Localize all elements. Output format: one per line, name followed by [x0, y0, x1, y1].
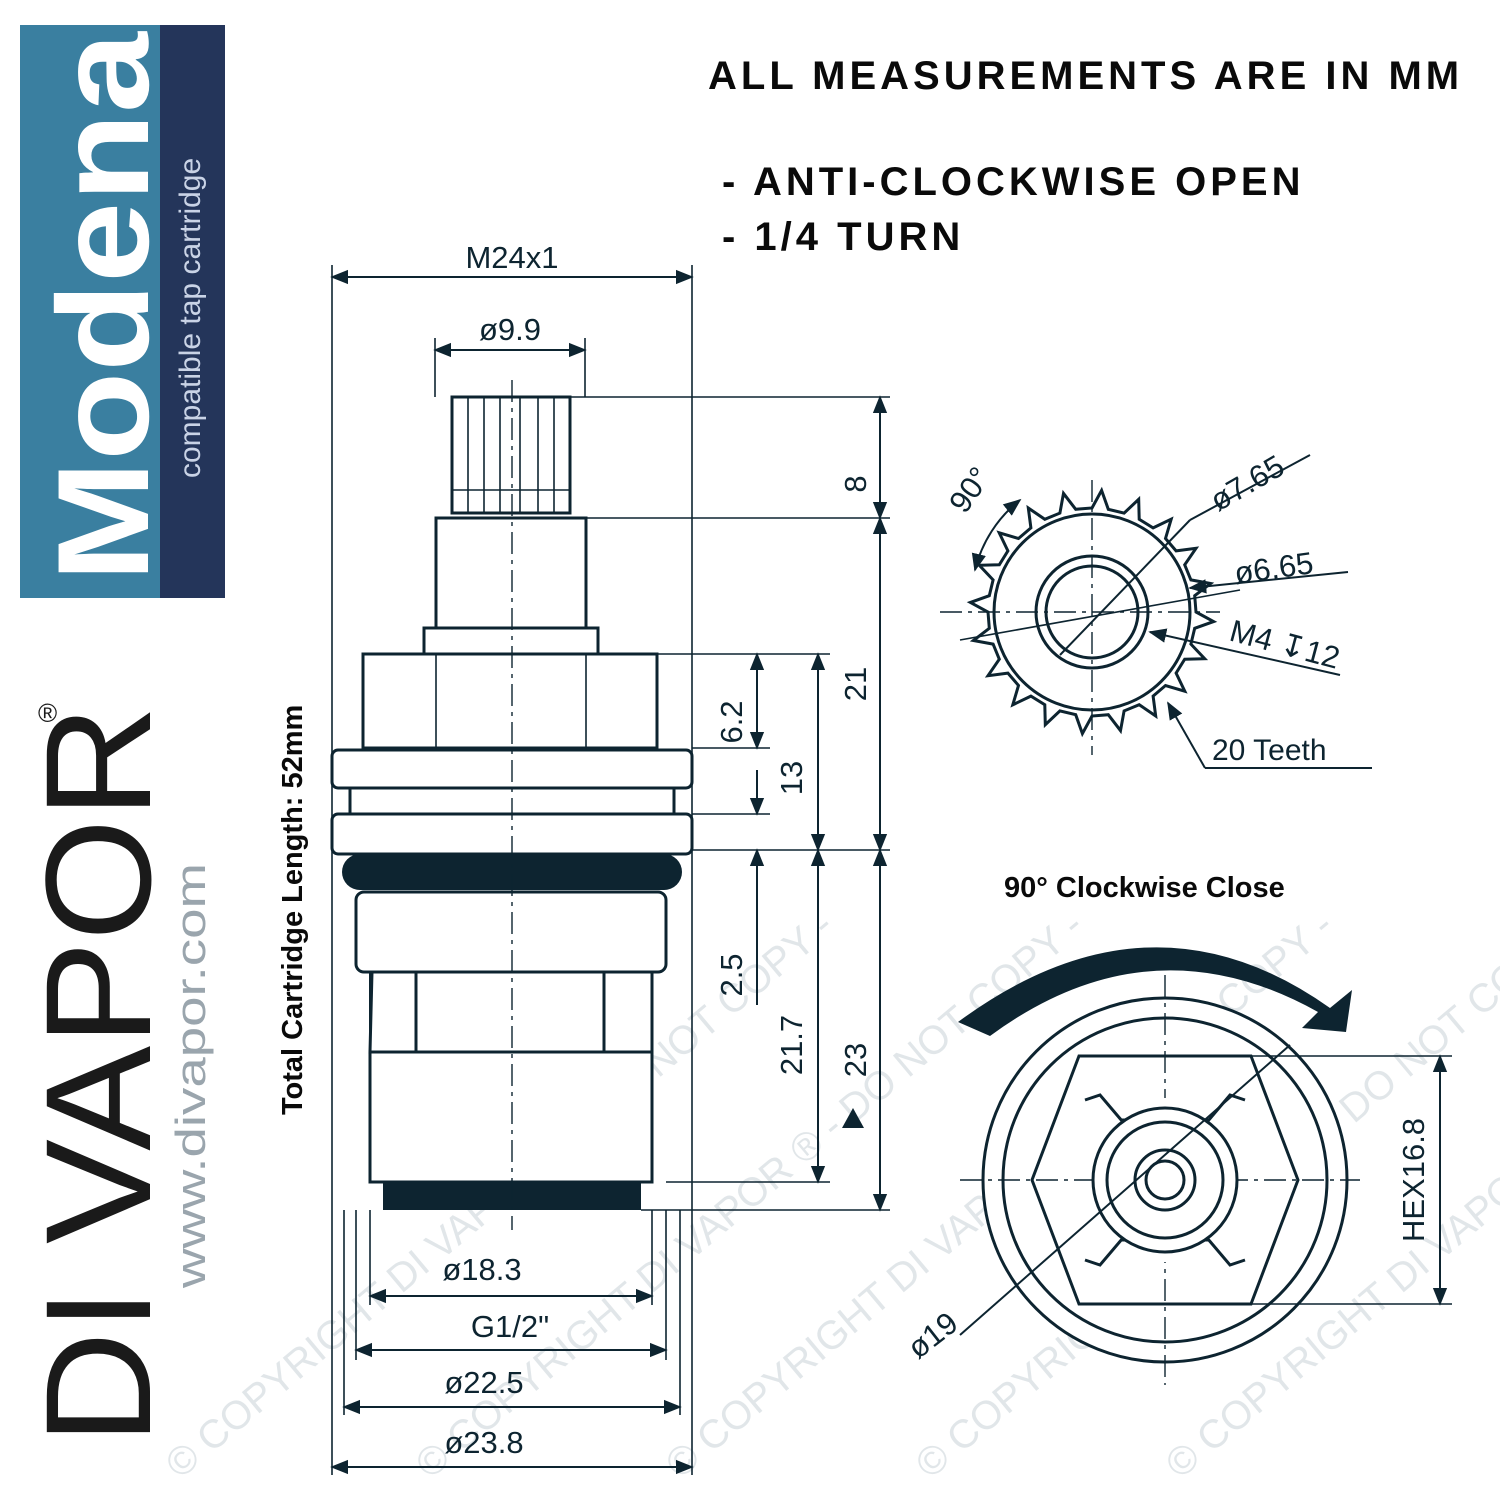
measurement-note: ALL MEASUREMENTS ARE IN MM	[708, 54, 1463, 98]
dim-21-7: 21.7	[774, 1015, 809, 1075]
dim-8: 8	[838, 475, 873, 492]
dim-6-2: 6.2	[714, 700, 749, 743]
spline-end-view: 90° ø7.65 ø6.65 M4 ↧12 20 Teeth	[940, 448, 1372, 769]
teeth-count: 20 Teeth	[1212, 734, 1327, 767]
product-tagline: compatible tap cartridge	[174, 158, 207, 478]
dim-21: 21	[838, 667, 873, 701]
dia-23-8: ø23.8	[444, 1425, 523, 1460]
dim-23: 23	[838, 1043, 873, 1077]
svg-text:DI VAPOR: DI VAPOR	[14, 705, 182, 1445]
close-direction-caption: 90° Clockwise Close	[1004, 872, 1285, 904]
cartridge-side-view: M24x1 ø9.9 8 21 23 13 21.7 6.2 2.5 ø18.3…	[277, 240, 890, 1475]
spline-angle: 90°	[942, 461, 998, 519]
clockwise-arrow-icon	[958, 947, 1352, 1036]
product-name: Modena	[30, 30, 176, 582]
registered-mark: ®	[38, 698, 57, 728]
spline-outer-dia: ø7.65	[1204, 448, 1290, 518]
divapor-logo: DI VAPOR ® www.divapor.com	[14, 698, 214, 1445]
spline-inner-dia: ø6.65	[1232, 545, 1315, 591]
modena-banner: Modena compatible tap cartridge	[20, 25, 225, 598]
screw-thread: M4 ↧12	[1226, 613, 1343, 676]
thread-g-half: G1/2"	[471, 1309, 549, 1344]
spindle-diameter: ø9.9	[479, 312, 541, 347]
dim-2-5: 2.5	[714, 953, 749, 996]
feature-anticlockwise: - ANTI-CLOCKWISE OPEN	[722, 160, 1305, 204]
hex-dimension: HEX16.8	[1396, 1118, 1431, 1242]
total-length-label: Total Cartridge Length: 52mm	[277, 705, 309, 1115]
feature-quarter-turn: - 1/4 TURN	[722, 215, 964, 259]
dim-13: 13	[774, 761, 809, 795]
bottom-diameter: ø19	[901, 1305, 965, 1365]
cartridge-bottom-view: 90° Clockwise Close HEX16.8 ø19	[901, 872, 1452, 1385]
thread-dimension: M24x1	[465, 240, 558, 275]
dia-22-5: ø22.5	[444, 1365, 523, 1400]
website-url: www.divapor.com	[167, 863, 214, 1289]
dia-18-3: ø18.3	[442, 1252, 521, 1287]
